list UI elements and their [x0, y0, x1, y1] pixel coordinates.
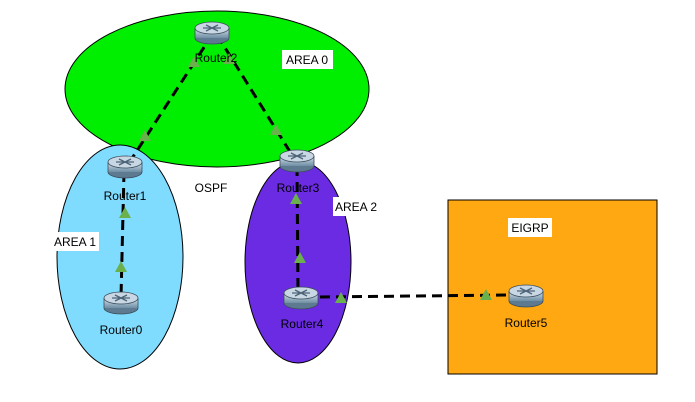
- router-icon: [283, 286, 319, 310]
- link-router1-router0: [119, 171, 126, 298]
- link-router3-router4: [295, 165, 300, 294]
- router-0-label: Router0: [100, 323, 143, 337]
- router-icon: [107, 155, 143, 179]
- area-2-label-bg: [333, 197, 380, 216]
- router-1-label: Router1: [104, 189, 147, 203]
- router-3[interactable]: Router3: [277, 149, 320, 195]
- router-3-label: Router3: [277, 181, 320, 195]
- link-status-marker: [480, 289, 492, 300]
- link-status-marker: [119, 207, 131, 218]
- ospf-label: OSPF: [195, 181, 228, 195]
- router-4[interactable]: Router4: [281, 286, 324, 331]
- router-2[interactable]: Router2: [194, 21, 238, 65]
- ospf-label-bg: [190, 178, 232, 197]
- eigrp-label-bg: [508, 218, 552, 237]
- router-1[interactable]: Router1: [104, 155, 147, 203]
- area-0-label-bg: [282, 50, 333, 69]
- eigrp-area-box: [447, 199, 658, 375]
- area-0-label: AREA 0: [286, 53, 328, 67]
- eigrp-label: EIGRP: [511, 221, 548, 235]
- router-0[interactable]: Router0: [100, 291, 143, 337]
- router-5-label: Router5: [505, 316, 548, 330]
- link-status-marker: [115, 261, 127, 272]
- link-status-marker: [294, 252, 306, 263]
- router-icon: [194, 21, 230, 45]
- link-status-marker: [290, 193, 302, 204]
- router-icon: [508, 284, 544, 308]
- link-status-marker: [223, 53, 235, 64]
- router-4-label: Router4: [281, 317, 324, 331]
- router-5[interactable]: Router5: [505, 284, 548, 330]
- area-1-ellipse: [56, 144, 184, 370]
- link-status-marker: [139, 130, 151, 141]
- link-status-marker: [335, 292, 347, 303]
- area-2-label: AREA 2: [335, 200, 377, 214]
- link-status-marker: [188, 56, 200, 67]
- area-1-label: AREA 1: [54, 235, 96, 249]
- router-icon: [103, 291, 139, 315]
- area-1-label-bg: [52, 232, 99, 251]
- link-router1-router2: [127, 34, 214, 164]
- router-2-label: Router2: [195, 51, 238, 65]
- link-status-marker: [270, 124, 282, 135]
- router-icon: [279, 149, 315, 173]
